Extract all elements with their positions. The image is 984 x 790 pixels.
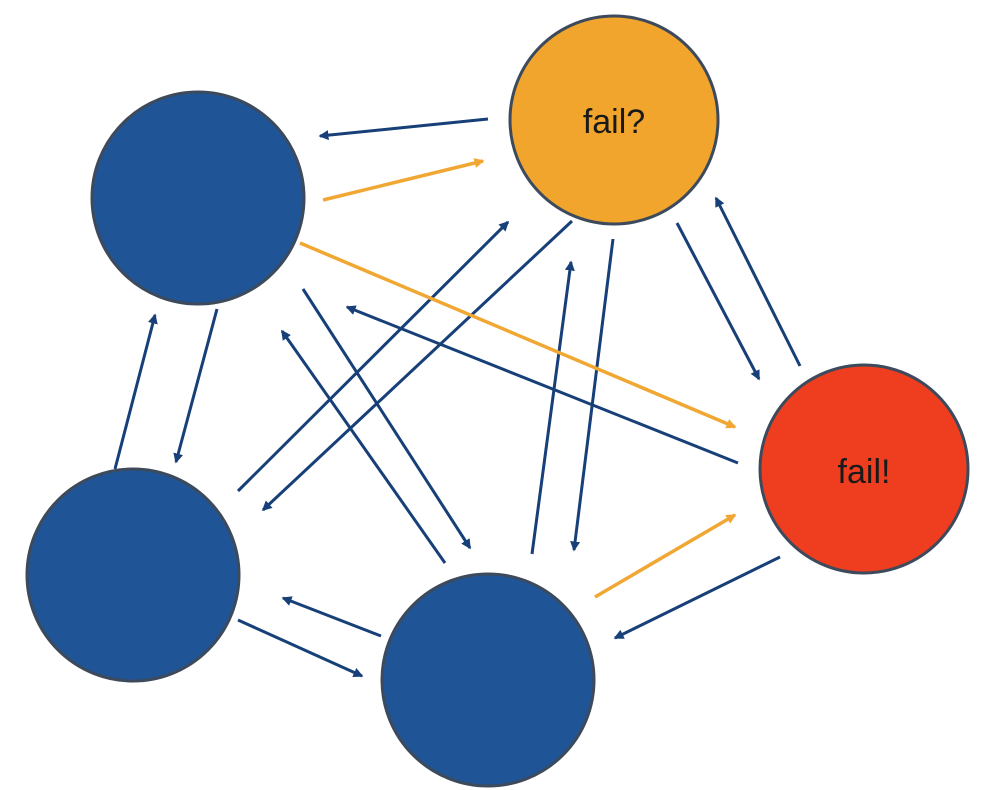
arrow-bottomcenter-to-bottomleft	[281, 596, 382, 638]
arrow-orange-bottomcenter-to-failbang	[594, 513, 737, 599]
arrow-failbang-to-topleft	[345, 305, 739, 465]
arrow-topleft-to-bottomleft	[173, 308, 219, 464]
arrow-orange-topleft-to-failbang	[299, 241, 737, 429]
arrow-topleft-to-bottomcenter	[301, 288, 472, 550]
arrows-layer	[113, 117, 802, 678]
node-fail-bang: fail!	[758, 363, 970, 575]
node-fail-bang-label: fail!	[838, 453, 891, 491]
arrow-bottomcenter-to-topleft	[280, 329, 447, 564]
arrow-bottomleft-to-topleft	[113, 313, 158, 470]
arrow-bottomleft-to-bottomcenter	[237, 618, 364, 678]
arrow-failbang-to-failq	[714, 196, 802, 367]
arrow-failq-to-failbang	[675, 222, 761, 381]
arrow-bottomcenter-to-failq	[530, 260, 575, 555]
arrow-failq-to-bottomcenter	[570, 238, 615, 552]
nodes-layer: fail? fail!	[25, 14, 970, 788]
arrow-failq-to-bottomleft	[261, 219, 574, 512]
node-bottom-center	[380, 572, 596, 788]
node-top-left	[90, 90, 306, 306]
arrow-orange-topleft-to-failq	[322, 158, 485, 202]
node-fail-question-label: fail?	[583, 103, 645, 141]
node-fail-question: fail?	[508, 14, 720, 226]
arrow-failq-to-topleft	[318, 117, 489, 141]
arrow-failbang-to-bottomcenter	[613, 555, 781, 640]
node-bottom-left	[25, 467, 241, 683]
arrow-bottomleft-to-failq	[236, 220, 510, 493]
